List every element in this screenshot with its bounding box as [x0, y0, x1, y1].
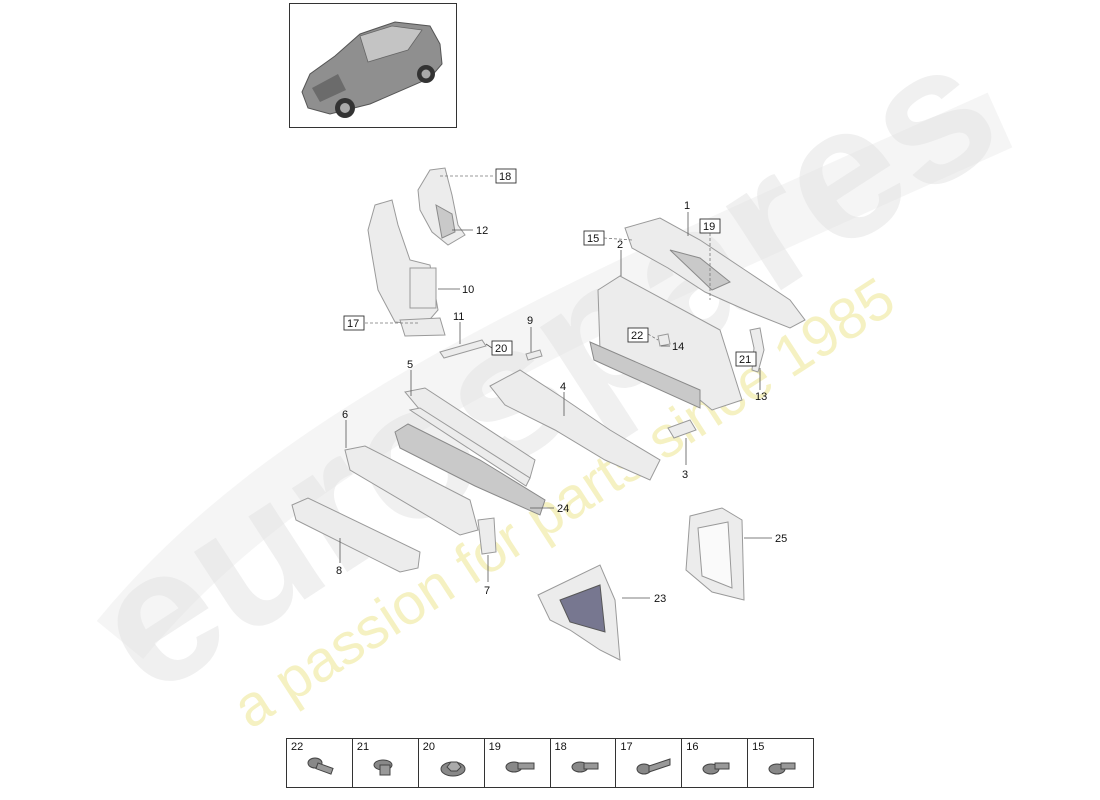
- fastener-label: 21: [356, 741, 370, 753]
- self-tapping-screw-icon: [636, 758, 671, 775]
- part-14-clip: [657, 333, 671, 347]
- part-8-grille: [291, 497, 421, 573]
- callout-25: 25: [775, 533, 787, 545]
- fastener-label: 15: [752, 741, 765, 753]
- callout-23: 23: [654, 593, 666, 605]
- fastener-label: 17: [620, 741, 633, 753]
- nut-icon: [440, 761, 466, 777]
- fastener-label: 19: [488, 741, 501, 753]
- fastener-label: 22: [291, 741, 304, 753]
- part-7-clip: [477, 517, 497, 555]
- boxed-callouts: 15 17 18 19 20 21 22: [343, 168, 757, 367]
- boxed-callout-22: 22: [631, 330, 643, 342]
- fastener-cell-17: 17: [616, 739, 683, 787]
- boxed-callout-18: 18: [499, 171, 511, 183]
- leader-lines: [339, 175, 772, 599]
- flange-screw-icon: [373, 759, 393, 776]
- fastener-label: 18: [554, 741, 567, 753]
- flange-screw-icon: [768, 762, 796, 775]
- flange-screw-icon: [505, 761, 535, 773]
- boxed-callout-15: 15: [587, 233, 599, 245]
- callout-7: 7: [484, 585, 490, 597]
- boxed-callout-20: 20: [495, 343, 507, 355]
- callout-5: 5: [407, 359, 413, 371]
- car-thumbnail-icon: [301, 21, 443, 118]
- part-23-air-duct: [537, 564, 621, 661]
- part-11-strip: [439, 339, 487, 359]
- part-5-shutter: [404, 387, 536, 487]
- callout-13: 13: [755, 391, 767, 403]
- part-10-side-frame: [367, 199, 446, 337]
- vehicle-thumbnail: [289, 3, 457, 128]
- boxed-callout-19: 19: [703, 221, 715, 233]
- part-3-clip: [667, 419, 697, 439]
- part-1-cross-member: [624, 217, 806, 329]
- flange-screw-icon: [571, 761, 598, 773]
- callout-8: 8: [336, 565, 342, 577]
- callout-11: 11: [453, 311, 464, 323]
- fastener-cell-16: 16: [682, 739, 749, 787]
- part-24-impact-bar: [394, 423, 546, 516]
- callout-3: 3: [682, 469, 688, 481]
- part-12-bracket: [417, 167, 466, 246]
- screw-icon: [307, 757, 334, 775]
- part-6-panel: [344, 445, 479, 536]
- callouts: 1 2 3 4 5 6 7 8 9 10 11 12 13 14 23 24 2…: [336, 200, 787, 605]
- callout-14: 14: [672, 341, 684, 353]
- callout-9: 9: [527, 315, 533, 327]
- fastener-label: 16: [686, 741, 699, 753]
- part-9-clip: [525, 349, 543, 361]
- fastener-table: 22 21 20 19 18 17 16 15: [286, 738, 814, 788]
- boxed-callout-21: 21: [739, 354, 751, 366]
- callout-4: 4: [560, 381, 566, 393]
- callout-10: 10: [462, 284, 474, 296]
- fastener-cell-20: 20: [419, 739, 485, 787]
- fastener-cell-19: 19: [485, 739, 551, 787]
- fastener-cell-15: 15: [748, 739, 813, 787]
- fastener-cell-22: 22: [287, 739, 353, 787]
- fastener-cell-21: 21: [353, 739, 419, 787]
- callout-6: 6: [342, 409, 348, 421]
- fastener-label: 20: [422, 741, 435, 753]
- callout-12: 12: [476, 225, 488, 237]
- watermark: eurospares a passion for parts since 198…: [57, 0, 1032, 741]
- flange-screw-icon: [702, 762, 730, 775]
- callout-2: 2: [617, 239, 623, 251]
- part-25-air-duct: [685, 507, 745, 601]
- callout-24: 24: [557, 503, 569, 515]
- fastener-cell-18: 18: [551, 739, 617, 787]
- part-4-air-guide: [489, 369, 661, 481]
- boxed-callout-17: 17: [347, 318, 359, 330]
- watermark-brand: eurospares: [57, 0, 1032, 734]
- callout-1: 1: [684, 200, 690, 212]
